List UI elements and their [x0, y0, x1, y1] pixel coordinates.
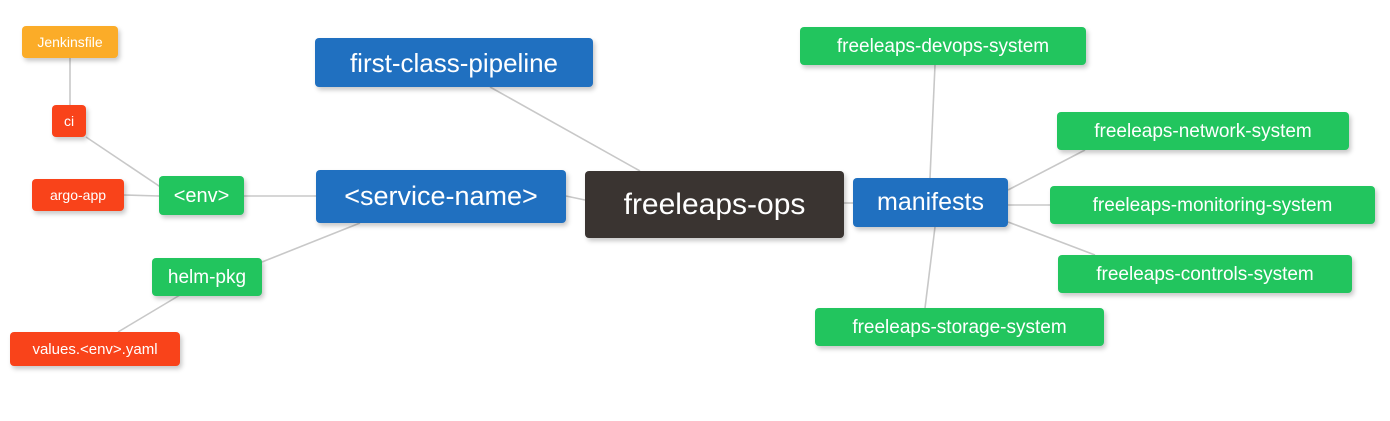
node-ci[interactable]: ci	[52, 105, 86, 137]
edge-manifests-to-freeleaps-network-system	[1007, 149, 1086, 191]
edge-manifests-to-freeleaps-storage-system	[924, 226, 936, 309]
node-freeleaps-network-system[interactable]: freeleaps-network-system	[1057, 112, 1349, 150]
edge-ci-to-env	[85, 136, 166, 191]
node-manifests[interactable]: manifests	[853, 178, 1008, 227]
node-env[interactable]: <env>	[159, 176, 244, 215]
node-helm-pkg[interactable]: helm-pkg	[152, 258, 262, 296]
node-freeleaps-controls-system[interactable]: freeleaps-controls-system	[1058, 255, 1352, 293]
node-argo-app[interactable]: argo-app	[32, 179, 124, 211]
node-freeleaps-ops[interactable]: freeleaps-ops	[585, 171, 844, 238]
node-freeleaps-monitoring-system[interactable]: freeleaps-monitoring-system	[1050, 186, 1375, 224]
node-service-name[interactable]: <service-name>	[316, 170, 566, 223]
edge-service-name-to-helm-pkg	[261, 222, 361, 263]
node-first-class-pipeline[interactable]: first-class-pipeline	[315, 38, 593, 87]
edge-helm-pkg-to-values-env-yaml	[117, 294, 181, 333]
edge-manifests-to-freeleaps-devops-system	[929, 64, 936, 179]
edge-service-name-to-freeleaps-ops	[565, 195, 586, 201]
node-freeleaps-devops-system[interactable]: freeleaps-devops-system	[800, 27, 1086, 65]
edge-argo-app-to-env	[123, 194, 160, 197]
node-freeleaps-storage-system[interactable]: freeleaps-storage-system	[815, 308, 1104, 346]
edge-first-class-pipeline-to-freeleaps-ops	[489, 86, 641, 172]
node-values-env-yaml[interactable]: values.<env>.yaml	[10, 332, 180, 366]
edge-manifests-to-freeleaps-controls-system	[1007, 221, 1096, 256]
node-jenkinsfile[interactable]: Jenkinsfile	[22, 26, 118, 58]
